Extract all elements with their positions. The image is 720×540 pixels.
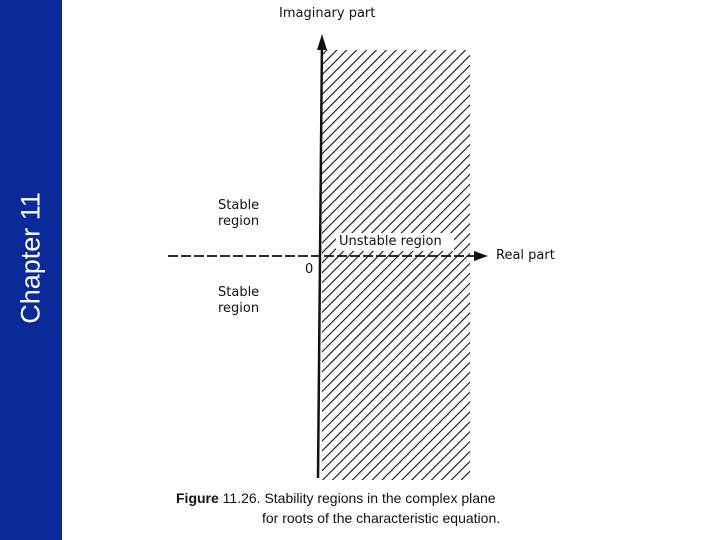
- chapter-sidebar: Chapter 11: [0, 0, 62, 540]
- imaginary-axis: [316, 39, 324, 479]
- imaginary-axis-label: Imaginary part: [279, 6, 376, 21]
- caption-number: 11.26.: [222, 490, 261, 506]
- imaginary-axis-arrow-icon: [317, 34, 327, 50]
- origin-label: 0: [305, 262, 314, 277]
- unstable-region-hatching: [322, 50, 470, 480]
- figure-caption: Figure 11.26. Stability regions in the c…: [176, 489, 496, 507]
- real-axis-label: Real part: [496, 248, 555, 263]
- stable-region-lower-label: Stable region: [218, 285, 260, 316]
- figure-caption-line-2: for roots of the characteristic equation…: [262, 510, 501, 526]
- unstable-region-label: Unstable region: [339, 234, 442, 249]
- stable-region-upper-label: Stable region: [218, 198, 260, 229]
- caption-line-1: Stability regions in the complex plane: [264, 490, 496, 506]
- caption-prefix: Figure: [176, 490, 219, 506]
- unstable-label-background: [336, 233, 454, 251]
- real-axis-arrow-icon: [474, 251, 488, 261]
